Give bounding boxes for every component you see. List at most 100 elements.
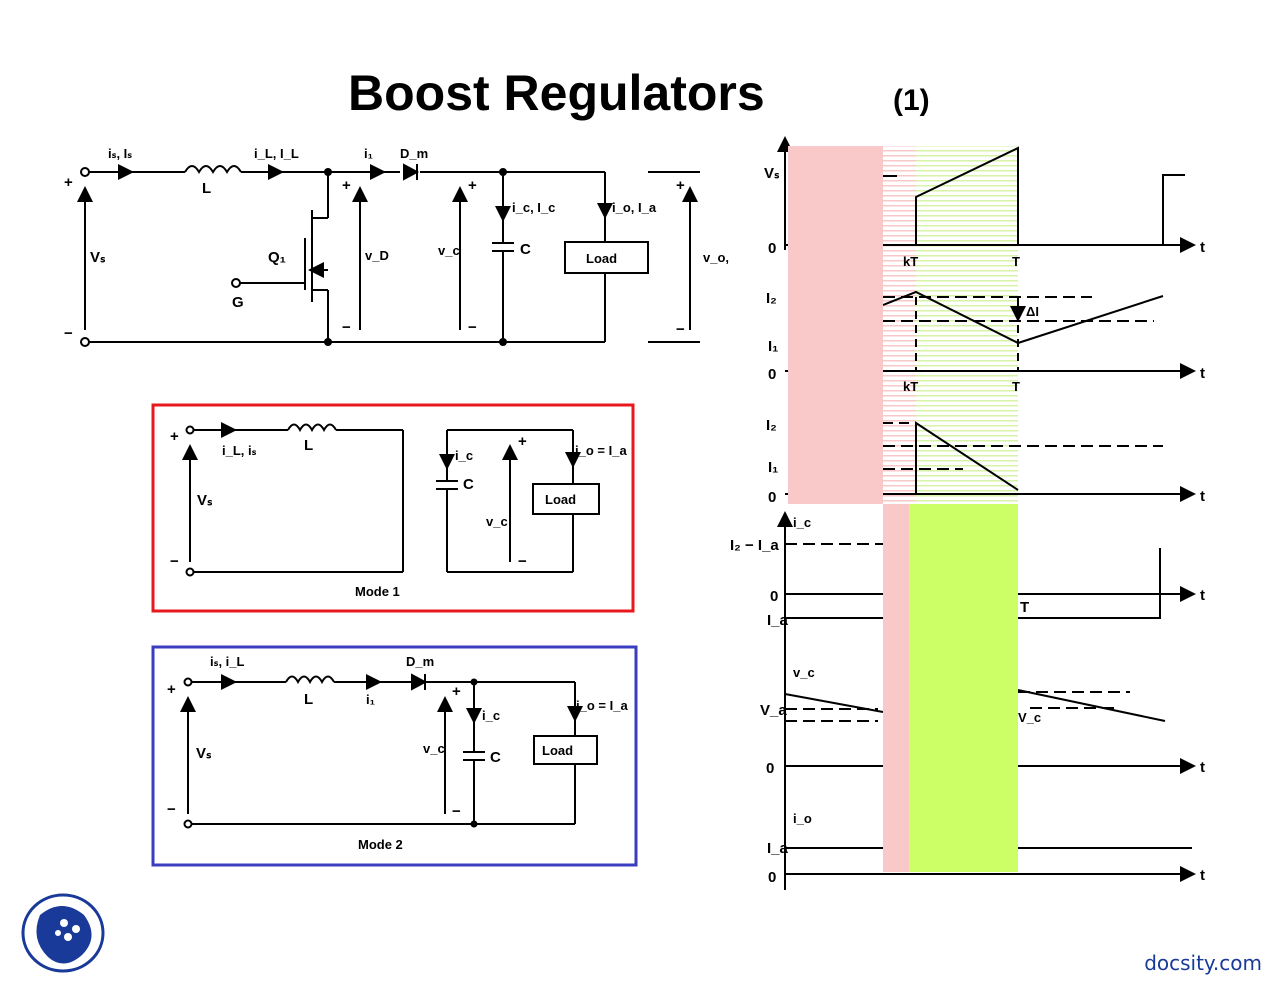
wf-label-I2-2: I₂ — [766, 417, 777, 434]
main-circuit — [77, 163, 700, 343]
label-vo: v_o, — [703, 250, 729, 265]
mode1-label-iL-is: i_L, iₛ — [222, 443, 257, 458]
label-vc: v_c — [438, 243, 460, 258]
svg-text:+: + — [167, 681, 176, 698]
mode1-labels: i_L, iₛ L Vₛ i_c C v_c i_o = I_a Load Mo… — [170, 428, 627, 599]
mode1-label-Vs: Vₛ — [197, 492, 213, 509]
mode2-label-C: C — [490, 749, 501, 766]
wf-label-ic: i_c — [793, 515, 811, 530]
label-i1: i₁ — [364, 146, 373, 161]
label-ic-Ic: i_c, I_c — [512, 200, 555, 215]
wf-label-I1-1: I₁ — [768, 338, 778, 355]
wf-label-zero-4: 0 — [770, 588, 778, 605]
wf-label-Vs: Vₛ — [764, 165, 780, 182]
mode1-frame — [151, 403, 635, 613]
svg-text:+: + — [64, 174, 73, 191]
wf-label-T-3: T — [1020, 599, 1029, 616]
wf-label-I2-Ia: I₂ − I_a — [730, 537, 779, 554]
wf-label-t-1: t — [1200, 239, 1205, 256]
main-circuit-nodes — [80, 167, 507, 347]
label-io-Ia: i_o, I_a — [612, 200, 657, 215]
wf-label-vc-small: V_c — [1018, 710, 1041, 725]
mode1-caption: Mode 1 — [355, 584, 400, 599]
mode2-label-is-iL: iₛ, i_L — [210, 654, 245, 669]
mode2-frame — [151, 645, 638, 867]
wf-label-zero-2: 0 — [768, 366, 776, 383]
mode1-circuit — [182, 422, 600, 573]
wf-label-Ia-1: I_a — [767, 612, 789, 629]
mode2-label-ic: i_c — [482, 708, 500, 723]
slide-title: Boost Regulators — [348, 65, 765, 121]
label-L: L — [202, 180, 211, 197]
wf-label-T-2: T — [1012, 379, 1020, 394]
svg-text:+: + — [468, 177, 477, 194]
label-Vs: Vₛ — [90, 249, 106, 266]
waveform-highlight-overlays — [883, 146, 1018, 504]
label-load: Load — [586, 251, 617, 266]
wf-label-I1-2: I₁ — [768, 459, 778, 476]
mode1-label-L: L — [304, 437, 313, 454]
wf-label-t-5: t — [1200, 759, 1205, 776]
wf-label-kT-1: kT — [903, 254, 918, 269]
wf-label-zero-6: 0 — [768, 869, 776, 886]
wf-label-Va: V_a — [760, 702, 787, 719]
svg-text:+: + — [676, 177, 685, 194]
svg-text:−: − — [452, 803, 461, 820]
footer-brand[interactable]: docsity.com — [1144, 951, 1262, 975]
wf-label-zero-3: 0 — [768, 489, 776, 506]
wf-label-Ia-2: I_a — [767, 840, 789, 857]
mode1-label-load: Load — [545, 492, 576, 507]
wf-label-kT-2: kT — [903, 379, 918, 394]
mode2-label-i1: i₁ — [366, 692, 375, 707]
svg-text:+: + — [170, 428, 179, 445]
svg-text:−: − — [342, 319, 351, 336]
svg-text:−: − — [167, 801, 176, 818]
svg-text:−: − — [468, 319, 477, 336]
label-C: C — [520, 241, 531, 258]
mode1-label-vc: v_c — [486, 514, 508, 529]
wf-label-I2-1: I₂ — [766, 290, 777, 307]
mode2-label-L: L — [304, 691, 313, 708]
wf-label-zero-5: 0 — [766, 760, 774, 777]
svg-text:−: − — [170, 553, 179, 570]
label-Dm: D_m — [400, 146, 428, 161]
svg-text:−: − — [676, 321, 685, 338]
svg-text:−: − — [64, 325, 73, 342]
mode2-labels: iₛ, i_L D_m L i₁ Vₛ v_c i_c C i_o = I_a … — [167, 654, 628, 852]
svg-text:+: + — [452, 683, 461, 700]
slide-number: (1) — [893, 84, 930, 117]
mode1-label-ic: i_c — [455, 448, 473, 463]
wf-label-io: i_o — [793, 811, 812, 826]
label-iL-IL: i_L, I_L — [254, 146, 299, 161]
mode2-label-load: Load — [542, 743, 573, 758]
label-G: G — [232, 294, 244, 311]
main-circuit-labels: iₛ, Iₛ L i_L, I_L i₁ D_m Vₛ Q₁ G v_D v_c… — [64, 146, 729, 342]
wf-label-T-1: T — [1012, 254, 1020, 269]
docsity-logo — [21, 893, 105, 973]
svg-text:+: + — [342, 177, 351, 194]
mode2-label-Vs: Vₛ — [196, 745, 212, 762]
wf-label-zero-1: 0 — [768, 240, 776, 257]
mode2-caption: Mode 2 — [358, 837, 403, 852]
label-Q1: Q₁ — [268, 249, 286, 266]
label-vD: v_D — [365, 248, 389, 263]
wf-label-t-3: t — [1200, 488, 1205, 505]
wf-label-t-4: t — [1200, 587, 1205, 604]
waveform-axes — [777, 136, 1196, 890]
svg-text:+: + — [518, 433, 527, 450]
wf-label-t-6: t — [1200, 867, 1205, 884]
wf-label-vc: v_c — [793, 665, 815, 680]
mode2-circuit — [180, 673, 598, 825]
mode1-label-io: i_o = I_a — [575, 443, 627, 458]
mode2-label-io: i_o = I_a — [576, 698, 628, 713]
mode2-label-vc: v_c — [423, 741, 445, 756]
wf-label-dI: ΔI — [1026, 304, 1039, 319]
wf-label-t-2: t — [1200, 365, 1205, 382]
waveform-solid-overlays — [788, 146, 1018, 872]
svg-text:−: − — [518, 553, 527, 570]
mode2-label-Dm: D_m — [406, 654, 434, 669]
waveform-labels: Vₛ 0 t kT T I₂ I₁ ΔI 0 t kT T I₂ I₁ 0 t … — [730, 165, 1205, 886]
label-is-Is: iₛ, Iₛ — [108, 146, 132, 161]
mode1-label-C: C — [463, 476, 474, 493]
